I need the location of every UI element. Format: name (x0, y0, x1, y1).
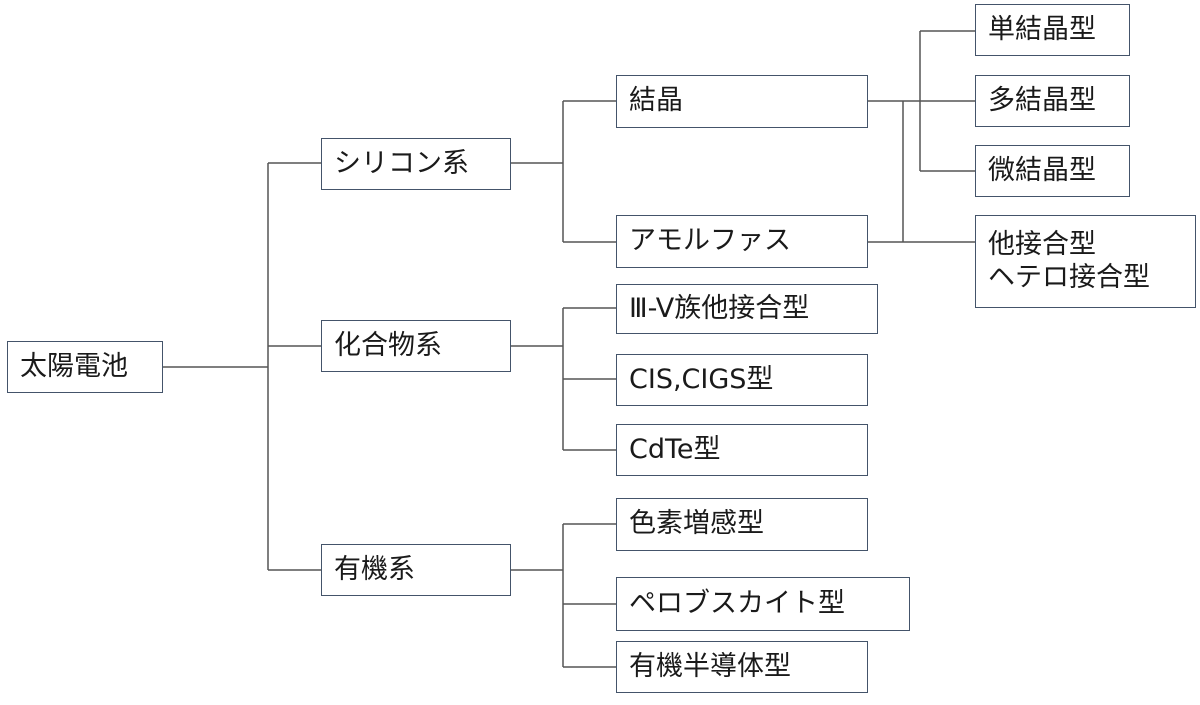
perovskite-label: ペロブスカイト型 (629, 587, 845, 619)
dye-sensitized-node: 色素増感型 (616, 498, 868, 551)
cis-cigs-node: CIS,CIGS型 (616, 354, 868, 406)
category-organic-node: 有機系 (321, 544, 511, 596)
iii-v-label: Ⅲ-V族他接合型 (629, 292, 810, 324)
organic-semiconductor-node: 有機半導体型 (616, 641, 868, 693)
category-silicon-node: シリコン系 (321, 138, 511, 190)
hetero-junction-label-line1: 他接合型 (988, 229, 1096, 261)
root-label: 太陽電池 (20, 350, 128, 382)
crystal-label: 結晶 (629, 85, 683, 117)
poly-crystal-label: 多結晶型 (988, 84, 1096, 116)
micro-crystal-label: 微結晶型 (988, 154, 1096, 186)
amorphous-label: アモルファス (629, 225, 791, 257)
amorphous-node: アモルファス (616, 215, 868, 268)
perovskite-node: ペロブスカイト型 (616, 577, 910, 631)
cdte-label: CdTe型 (629, 433, 721, 465)
category-compound-label: 化合物系 (334, 329, 442, 361)
root-node: 太陽電池 (7, 341, 163, 393)
micro-crystal-node: 微結晶型 (975, 145, 1130, 197)
mono-crystal-node: 単結晶型 (975, 4, 1130, 56)
hetero-junction-label-line2: ヘテロ接合型 (988, 261, 1150, 293)
poly-crystal-node: 多結晶型 (975, 75, 1130, 127)
crystal-node: 結晶 (616, 75, 868, 128)
category-compound-node: 化合物系 (321, 320, 511, 372)
hetero-junction-node: 他接合型 ヘテロ接合型 (975, 215, 1196, 308)
organic-semiconductor-label: 有機半導体型 (629, 650, 791, 682)
mono-crystal-label: 単結晶型 (988, 13, 1096, 45)
iii-v-node: Ⅲ-V族他接合型 (616, 284, 878, 334)
category-silicon-label: シリコン系 (334, 147, 469, 179)
cdte-node: CdTe型 (616, 424, 868, 476)
category-organic-label: 有機系 (334, 553, 415, 585)
dye-sensitized-label: 色素増感型 (629, 508, 764, 540)
cis-cigs-label: CIS,CIGS型 (629, 363, 774, 395)
